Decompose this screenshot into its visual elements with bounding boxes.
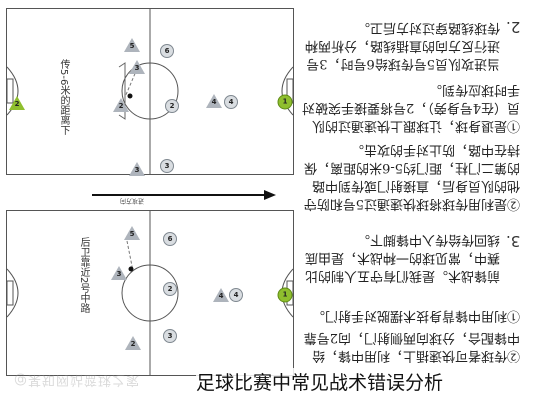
- bracket-top: [118, 62, 126, 120]
- diagram-bottom-label: 后卫靠近2号中路: [78, 237, 89, 314]
- player-marker: 3: [129, 162, 145, 176]
- player-marker: 6: [163, 232, 177, 246]
- player-marker: 4: [229, 288, 243, 302]
- section-2-number: 2.: [506, 18, 521, 36]
- player-marker: 5: [124, 226, 140, 240]
- player-marker: 5: [124, 38, 140, 52]
- direction-caption: 进攻方向: [120, 197, 145, 204]
- explanation-panel: 2. 当进攻队员5号传球给6号时，3号进行反方向的直插线路，分析两种传球线路穿过…: [300, 6, 528, 366]
- image-caption: 足球比赛中常见战术错误分析: [196, 368, 444, 395]
- watermark: @某知网站篮球之家: [14, 372, 141, 387]
- pass-line: [126, 240, 134, 272]
- player-marker: 2: [125, 336, 141, 350]
- attack-direction: [92, 186, 277, 204]
- section-3-paragraph: ①利用中锋背身技术摆脱对手射门。: [311, 308, 520, 323]
- section-2-paragraph: ①是退身球，让球跟上快速通过的队员（在4号身旁），2号将要接手突破对手时球应传到…: [301, 82, 520, 133]
- tactics-diagram-bottom: 5 6 3 2 3 2 4 4 1 后卫靠近2号中路: [6, 210, 294, 376]
- player-marker: 4: [206, 94, 222, 108]
- section-3-paragraph: ②传球者可快速插上，利用中锋，给中锋配合，分球向两侧射门，向2号靠近防止反击。: [303, 330, 520, 363]
- pitch-lines-bottom: [7, 211, 293, 375]
- section-2-paragraph: ②是利用传球将球快速通过5号和防守他的队员身后，直接射门或传到中路的第二门柱，距…: [303, 142, 520, 211]
- player-marker: 1: [277, 287, 293, 303]
- player-marker: 4: [213, 288, 229, 302]
- ball-icon: [127, 93, 133, 99]
- player-marker: 2: [165, 99, 179, 113]
- player-marker: 3: [160, 159, 174, 173]
- direction-arrow-icon: [92, 190, 276, 200]
- player-marker: 2: [163, 282, 177, 296]
- tactics-diagram-top: 2 5 3 2 3 6 2 3 4 4 1 传5-6米的距离下: [6, 8, 294, 176]
- section-2-paragraph: 当进攻队员5号传球给6号时，3号进行反方向的直插线路，分析两种传球线路穿过对方后…: [304, 20, 500, 71]
- ball-icon: [128, 266, 134, 272]
- diagram-top-label: 传5-6米的距离下: [58, 59, 69, 136]
- player-marker: 6: [160, 44, 174, 58]
- player-marker: 3: [111, 266, 127, 280]
- player-marker: 3: [163, 329, 177, 343]
- section-3-number: 3.: [506, 232, 521, 250]
- section-3-paragraph: 前锋战术。是我们有守五人制的比赛中，常见球的一种战术，是由底线回传给传入中锋脚下…: [304, 232, 500, 283]
- player-marker: 4: [224, 95, 238, 109]
- pitch-lines-top: [7, 9, 293, 174]
- player-marker: 2: [9, 96, 25, 110]
- player-marker: 2: [113, 98, 129, 112]
- player-marker: 1: [277, 94, 293, 110]
- player-marker: 3: [129, 60, 145, 74]
